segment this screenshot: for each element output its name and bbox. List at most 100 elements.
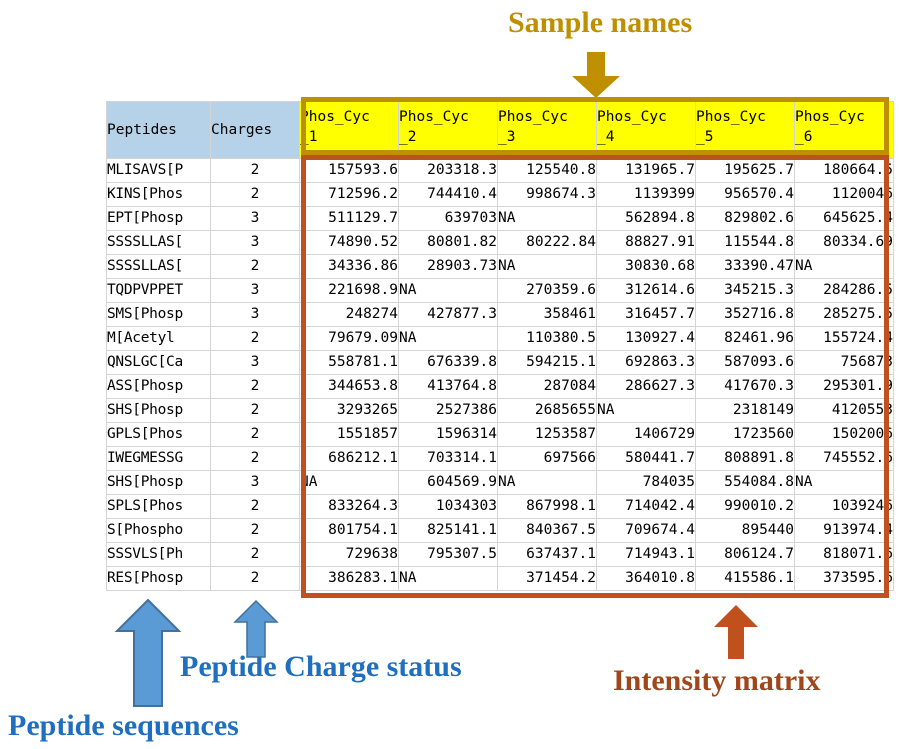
cell-charge[interactable]: 2 — [210, 494, 300, 519]
cell-intensity[interactable]: 115544.8 — [695, 230, 795, 255]
cell-intensity[interactable]: 125540.8 — [497, 158, 597, 183]
cell-intensity-na[interactable]: NA — [398, 566, 498, 591]
cell-intensity[interactable]: 2318149 — [695, 398, 795, 423]
cell-intensity[interactable]: 956570.4 — [695, 182, 795, 207]
cell-intensity[interactable]: 386283.1 — [299, 566, 399, 591]
cell-intensity[interactable]: 2685655 — [497, 398, 597, 423]
cell-intensity[interactable]: 74890.52 — [299, 230, 399, 255]
cell-charge[interactable]: 2 — [210, 422, 300, 447]
cell-intensity[interactable]: 745552.6 — [794, 446, 894, 471]
cell-intensity[interactable]: 415586.1 — [695, 566, 795, 591]
cell-peptide[interactable]: MLISAVS[P — [106, 158, 211, 183]
cell-intensity[interactable]: 82461.96 — [695, 326, 795, 351]
cell-intensity[interactable]: 806124.7 — [695, 542, 795, 567]
cell-peptide[interactable]: ASS[Phosp — [106, 374, 211, 399]
cell-intensity[interactable]: 427877.3 — [398, 302, 498, 327]
cell-peptide[interactable]: QNSLGC[Ca — [106, 350, 211, 375]
cell-intensity-na[interactable]: NA — [794, 470, 894, 495]
cell-intensity-na[interactable]: NA — [299, 470, 399, 495]
cell-charge[interactable]: 2 — [210, 374, 300, 399]
cell-peptide[interactable]: SSSVLS[Ph — [106, 542, 211, 567]
cell-intensity[interactable]: 2527386 — [398, 398, 498, 423]
cell-peptide[interactable]: SMS[Phosp — [106, 302, 211, 327]
cell-intensity[interactable]: 203318.3 — [398, 158, 498, 183]
cell-intensity[interactable]: 88827.91 — [596, 230, 696, 255]
cell-charge[interactable]: 2 — [210, 566, 300, 591]
cell-intensity[interactable]: 180664.5 — [794, 158, 894, 183]
cell-intensity[interactable]: 270359.6 — [497, 278, 597, 303]
cell-intensity[interactable]: 744410.4 — [398, 182, 498, 207]
cell-intensity[interactable]: 692863.3 — [596, 350, 696, 375]
cell-intensity[interactable]: 637437.1 — [497, 542, 597, 567]
cell-intensity[interactable]: 130927.4 — [596, 326, 696, 351]
column-header-charges[interactable]: Charges — [210, 101, 300, 159]
cell-peptide[interactable]: SHS[Phosp — [106, 398, 211, 423]
cell-intensity[interactable]: 80334.69 — [794, 230, 894, 255]
cell-intensity[interactable]: 558781.1 — [299, 350, 399, 375]
cell-intensity-na[interactable]: NA — [398, 278, 498, 303]
cell-intensity[interactable]: 413764.8 — [398, 374, 498, 399]
cell-charge[interactable]: 3 — [210, 470, 300, 495]
cell-intensity[interactable]: 28903.73 — [398, 254, 498, 279]
cell-intensity-na[interactable]: NA — [497, 206, 597, 231]
cell-intensity[interactable]: 285275.5 — [794, 302, 894, 327]
cell-intensity[interactable]: 79679.09 — [299, 326, 399, 351]
cell-intensity[interactable]: 373595.6 — [794, 566, 894, 591]
cell-charge[interactable]: 2 — [210, 518, 300, 543]
cell-intensity[interactable]: 686212.1 — [299, 446, 399, 471]
cell-peptide[interactable]: EPT[Phosp — [106, 206, 211, 231]
cell-peptide[interactable]: M[Acetyl — [106, 326, 211, 351]
column-header-sample-5[interactable]: Phos_Cyc _5 — [695, 101, 795, 159]
cell-intensity[interactable]: 697566 — [497, 446, 597, 471]
cell-intensity[interactable]: 364010.8 — [596, 566, 696, 591]
cell-intensity[interactable]: 639703 — [398, 206, 498, 231]
cell-intensity[interactable]: 417670.3 — [695, 374, 795, 399]
column-header-sample-4[interactable]: Phos_Cyc _4 — [596, 101, 696, 159]
cell-intensity-na[interactable]: NA — [596, 398, 696, 423]
cell-peptide[interactable]: S[Phospho — [106, 518, 211, 543]
cell-intensity[interactable]: 829802.6 — [695, 206, 795, 231]
cell-intensity[interactable]: 867998.1 — [497, 494, 597, 519]
cell-intensity[interactable]: 344653.8 — [299, 374, 399, 399]
cell-intensity[interactable]: 1039246 — [794, 494, 894, 519]
cell-intensity[interactable]: 286627.3 — [596, 374, 696, 399]
cell-intensity[interactable]: 1139399 — [596, 182, 696, 207]
cell-charge[interactable]: 2 — [210, 542, 300, 567]
cell-intensity[interactable]: 913974.4 — [794, 518, 894, 543]
cell-intensity[interactable]: 1551857 — [299, 422, 399, 447]
cell-intensity[interactable]: 1034303 — [398, 494, 498, 519]
column-header-sample-2[interactable]: Phos_Cyc _2 — [398, 101, 498, 159]
column-header-peptides[interactable]: Peptides — [106, 101, 211, 159]
cell-intensity[interactable]: 756873 — [794, 350, 894, 375]
cell-intensity[interactable]: 795307.5 — [398, 542, 498, 567]
cell-intensity[interactable]: 1723560 — [695, 422, 795, 447]
cell-intensity[interactable]: 587093.6 — [695, 350, 795, 375]
cell-intensity[interactable]: 580441.7 — [596, 446, 696, 471]
cell-intensity[interactable]: 714943.1 — [596, 542, 696, 567]
cell-intensity[interactable]: 1596314 — [398, 422, 498, 447]
cell-peptide[interactable]: TQDPVPPET — [106, 278, 211, 303]
cell-intensity[interactable]: 1120046 — [794, 182, 894, 207]
cell-intensity[interactable]: 352716.8 — [695, 302, 795, 327]
column-header-sample-1[interactable]: Phos_Cyc _1 — [299, 101, 399, 159]
cell-intensity[interactable]: 833264.3 — [299, 494, 399, 519]
cell-peptide[interactable]: GPLS[Phos — [106, 422, 211, 447]
cell-intensity[interactable]: 3293265 — [299, 398, 399, 423]
cell-intensity-na[interactable]: NA — [398, 326, 498, 351]
cell-intensity[interactable]: 784035 — [596, 470, 696, 495]
cell-intensity[interactable]: 157593.6 — [299, 158, 399, 183]
cell-intensity[interactable]: 371454.2 — [497, 566, 597, 591]
cell-charge[interactable]: 2 — [210, 182, 300, 207]
cell-intensity-na[interactable]: NA — [794, 254, 894, 279]
